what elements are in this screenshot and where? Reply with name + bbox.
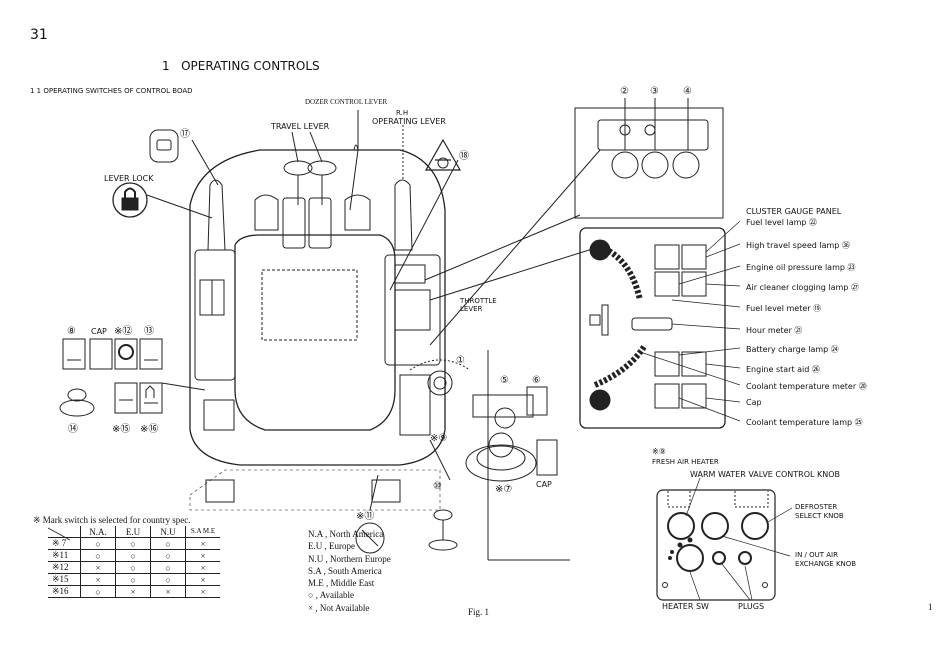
callout-12: ※⑫ [114,326,133,337]
label-heater-sw: HEATER SW [662,602,709,611]
cluster-item: Cap [746,398,762,407]
page-mark: 31 [30,27,48,43]
page-title: 1 OPERATING CONTROLS [162,59,320,73]
table-row: ※16○××× [48,585,220,598]
cluster-item: High travel speed lamp ㊱ [746,241,850,250]
callout-7: ※⑦ [495,484,513,495]
callout-1: ① [456,355,465,366]
label-lever-lock: LEVER LOCK [104,174,154,183]
callout-2: ② [620,86,629,97]
callout-8: ⑧ [67,326,76,337]
label-defroster-2: SELECT KNOB [795,512,844,520]
callout-15: ※⑮ [112,424,131,435]
callout-3: ③ [650,86,659,97]
cluster-item: Engine start aid ㉖ [746,365,820,374]
callout-6: ⑥ [532,375,541,386]
label-inout-1: IN / OUT AIR [795,551,838,559]
spec-legend: N.A , North America E.U , Europe N.U , N… [308,529,391,613]
cluster-item: Engine oil pressure lamp ㉓ [746,263,856,272]
label-defroster-1: DEFROSTER [795,503,838,511]
callout-4: ④ [683,86,692,97]
label-inout-2: EXCHANGE KNOB [795,560,857,568]
callout-16: ※⑯ [140,424,159,435]
table-row: ※15×○○× [48,573,220,586]
callout-14: ⑭ [68,424,78,435]
cluster-item: Fuel level meter ⑲ [746,304,822,313]
country-spec-table: N.A. E.U N.U S.A M.E ※ 7○○○× ※11○○○× ※12… [48,526,220,598]
callout-18: ⑱ [459,151,469,162]
label-throttle-2: LEVER [460,305,483,313]
callout-5: ⑤ [500,375,509,386]
table-header-row: N.A. E.U N.U S.A M.E [48,526,220,538]
cluster-item: Hour meter ㉑ [746,326,803,335]
label-dozer-control-lever: DOZER CONTROL LEVER [305,98,388,106]
table-row: ※11○○○× [48,549,220,562]
table-row: ※ 7○○○× [48,537,220,550]
cluster-item: Coolant temperature lamp ㉕ [746,418,863,427]
label-travel-lever: TRAVEL LEVER [271,122,330,131]
label-cap-left: CAP [91,327,107,336]
page-number: 1 [928,602,933,612]
heater-mark: ※⑨ [652,447,666,456]
cluster-item: Fuel level lamp ㉒ [746,218,818,227]
cluster-item: Battery charge lamp ㉔ [746,345,839,354]
label-rh-2: OPERATING LEVER [372,117,446,126]
label-throttle-1: THROTTLE [460,297,497,305]
label-cap-right: CAP [536,480,552,489]
table-row: ※12×○○× [48,561,220,574]
label-plugs: PLUGS [738,602,765,611]
callout-17: ⑰ [180,129,190,140]
label-rh-1: R.H [396,109,409,117]
section-subtitle: 1 1 OPERATING SWITCHES OF CONTROL BOAD [30,87,193,95]
cluster-gauge-panel-title: CLUSTER GAUGE PANEL [746,207,842,216]
label-warm-water-knob: WARM WATER VALVE CONTROL KNOB [690,470,841,479]
callout-9: ※⑨ [430,433,448,444]
spec-note: ※ Mark switch is selected for country sp… [33,515,191,525]
cluster-item: Coolant temperature meter ⑳ [746,382,867,391]
heater-title: FRESH AIR HEATER [652,458,719,466]
cluster-item: Air cleaner clogging lamp ㉗ [746,283,859,292]
figure-caption: Fig. 1 [468,607,490,617]
callout-11: ※⑪ [356,511,375,522]
callout-10: ⑩ [433,481,442,492]
callout-13: ⑬ [144,326,154,337]
